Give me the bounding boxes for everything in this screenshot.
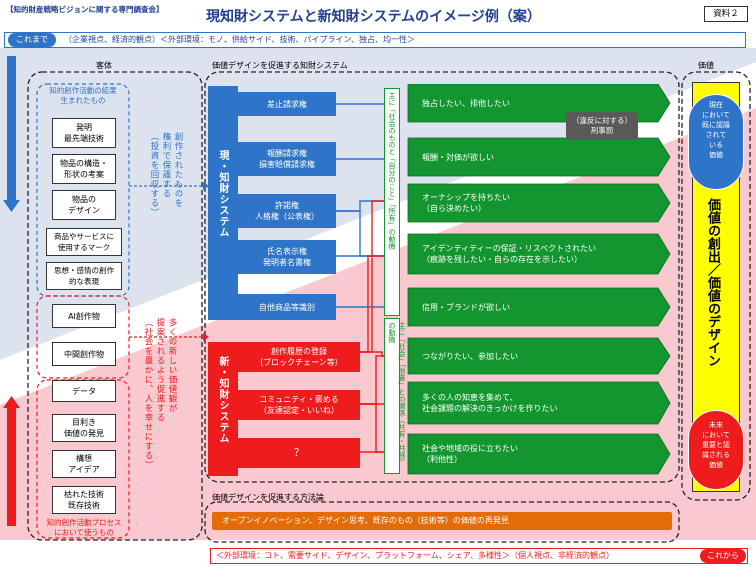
sanction-box: （違反に対する） 刑事罰 xyxy=(566,112,638,140)
relation-upper-box xyxy=(384,88,400,316)
object-item-intermediate: 中間創作物 xyxy=(52,342,116,366)
new-system-label: 新・知財システム xyxy=(217,356,228,444)
bottom-bar-text: ＜外部環境：コト、需要サイド、デザイン、プラットフォーム、シェア、多様性＞（個人… xyxy=(216,551,614,560)
outcome-trust: 信用・ブランドが欲しい xyxy=(422,302,510,312)
outcome-ownership: オーナシップを持ちたい （自ら決めたい） xyxy=(422,193,510,213)
object-group-title: 知的創作活動の結果 生まれたもの xyxy=(49,86,117,105)
value-future-oval xyxy=(688,410,744,490)
outcome-exclusive: 独占したい、排他したい xyxy=(422,98,510,108)
outcome-identity: アイデンティティーの保証・リスペクトされたい （痕跡を残したい・自らの存在を示し… xyxy=(422,244,597,264)
current-item-distinction: 自他商品等識別 xyxy=(238,294,336,320)
outcome-arrows xyxy=(407,84,671,475)
current-item-injunction: 差止請求権 xyxy=(238,92,336,116)
method-bar: オープンイノベーション、デザイン思考、既存のもの（技術等）の価値の再発見 xyxy=(212,512,672,530)
object-item-data: データ xyxy=(52,380,116,402)
bottom-bar xyxy=(210,548,748,564)
object-item-ai-work: AI創作物 xyxy=(52,304,116,328)
outcome-collective: 多くの人の知恵を集めて、 社会課題の解決のきっかけを作りたい xyxy=(422,393,558,413)
top-bar-badge: これまで xyxy=(8,33,56,47)
doc-number: 資料２ xyxy=(704,6,748,22)
system-heading: 価値デザインを促進する知財システム xyxy=(212,61,348,70)
up-arrow-icon xyxy=(3,396,20,526)
new-item-registration: 創作履歴の登録 （ブロックチェーン等） xyxy=(238,342,360,372)
relation-lower-label: 主に「社会」「他者」との関係（共有・共感）の動機 xyxy=(388,322,406,466)
top-bar xyxy=(4,32,746,48)
object-item-concept: 構想 アイデア xyxy=(52,450,116,478)
value-heading: 価値 xyxy=(698,61,714,70)
header-tag: 【知的財産戦略ビジョンに関する専門調査会】 xyxy=(6,5,164,14)
current-system-block xyxy=(208,86,238,320)
relation-lower-box xyxy=(384,318,400,474)
page-title: 現知財システムと新知財システムのイメージ例（案） xyxy=(206,9,541,25)
relation-upper-label: 主に「社会のものと「自分のこと」「所有」の動機 xyxy=(388,92,396,250)
new-item-community: コミュニティ・褒める （友達認定・いいね） xyxy=(238,390,360,420)
current-item-license: 許諾権 人格権（公表権） xyxy=(238,194,336,228)
current-item-attribution: 氏名表示権 発明者名書権 xyxy=(238,240,336,274)
object-item-mark: 商品やサービスに 使用するマーク xyxy=(46,228,122,256)
label-new-promotion: 多くの新しい価値観が 提案されるよう促進する （社会を豊かに、人を幸せにする） xyxy=(143,318,177,470)
object-item-discernment: 目利き 価値の発見 xyxy=(52,414,116,442)
bottom-bar-badge: これから xyxy=(700,549,746,563)
value-current-oval xyxy=(688,94,744,190)
object-heading: 客体 xyxy=(96,61,112,70)
value-future-label: 未来 において 重要と認 識される 価値 xyxy=(702,421,730,469)
outcome-reward: 報酬・対価が欲しい xyxy=(422,152,494,162)
value-current-label: 現在 において 既に認識 されて いる 価値 xyxy=(702,101,730,159)
outcome-connect: つながりたい、参加したい xyxy=(422,351,518,361)
top-bar-text: （企業視点、経済的観点）＜外部環境：モノ、供給サイド、技術、パイプライン、独占、… xyxy=(64,35,416,44)
method-title: 価値デザインを促進する方法論 xyxy=(212,493,324,502)
object-item-design: 物品の デザイン xyxy=(52,190,116,220)
down-arrow-icon xyxy=(3,56,20,212)
object-group-caption: 知的創作活動プロセス において使うもの xyxy=(46,518,122,537)
object-item-expression: 思想・感情の創作 的な表現 xyxy=(46,262,122,290)
object-item-utility-model: 物品の構造・ 形状の考案 xyxy=(52,154,116,184)
new-item-unknown: ？ xyxy=(238,438,360,468)
object-item-invention: 発明 最先端技術 xyxy=(52,118,116,148)
current-system-label: 現・知財システム xyxy=(217,150,228,238)
value-main-label: 価値の創出／価値のデザイン xyxy=(705,198,720,367)
current-item-compensation: 報酬請求権 損害賠償請求権 xyxy=(238,142,336,176)
new-system-block xyxy=(208,342,238,476)
outcome-altruism: 社会や地域の役に立ちたい （利他性） xyxy=(422,444,518,464)
object-item-mature-tech: 枯れた技術 既存技術 xyxy=(52,486,116,514)
label-current-protection: 創作されたものを 権利で保護する （投資を回収する） xyxy=(149,132,183,218)
